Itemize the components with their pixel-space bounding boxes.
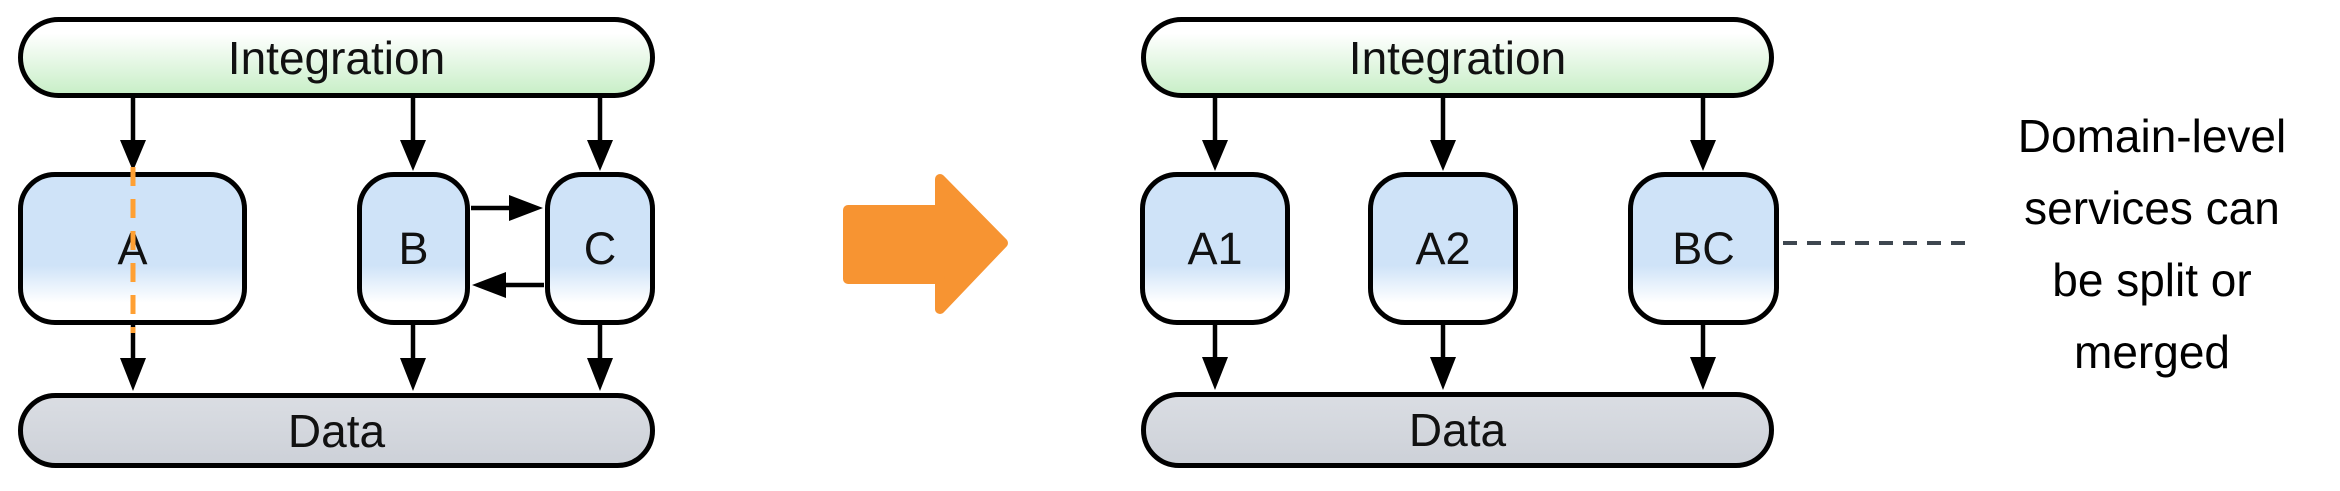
annotation-line: services can	[2024, 182, 2280, 234]
arrow-right-a2-to-data	[1430, 325, 1456, 390]
left-integration-bar: Integration	[18, 17, 655, 98]
left-service-b: B	[357, 172, 470, 325]
annotation-text: Domain-level services can be split or me…	[1966, 100, 2338, 388]
right-service-a2-label: A2	[1415, 222, 1471, 274]
left-service-a-label: A	[117, 222, 148, 274]
left-service-a: A	[18, 172, 247, 325]
arrow-right-a1-to-data	[1202, 325, 1228, 390]
arrow-c-to-b	[472, 272, 544, 298]
right-service-bc: BC	[1628, 172, 1779, 325]
left-service-c-label: C	[583, 222, 617, 274]
annotation-line: Domain-level	[2017, 110, 2287, 162]
arrow-left-b-to-data	[400, 325, 426, 391]
right-data-bar: Data	[1141, 392, 1774, 468]
annotation-line: merged	[2074, 326, 2230, 378]
right-service-a2: A2	[1368, 172, 1518, 325]
right-service-a1: A1	[1140, 172, 1290, 325]
left-service-b-label: B	[398, 222, 429, 274]
right-data-label: Data	[1408, 404, 1507, 456]
transform-right-arrow-icon	[843, 174, 1008, 314]
arrow-left-integration-to-c	[587, 98, 613, 171]
arrow-left-a-to-data	[120, 325, 146, 391]
arrow-right-bc-to-data	[1690, 325, 1716, 390]
arrow-right-integration-to-a1	[1202, 98, 1228, 171]
left-service-c: C	[545, 172, 655, 325]
arrow-b-to-c	[471, 195, 543, 221]
annotation-line: be split or	[2052, 254, 2252, 306]
left-data-bar: Data	[18, 393, 655, 468]
right-integration-label: Integration	[1348, 31, 1567, 84]
right-integration-bar: Integration	[1141, 17, 1774, 98]
right-service-a1-label: A1	[1187, 222, 1243, 274]
arrow-left-integration-to-a	[120, 98, 146, 171]
left-data-label: Data	[287, 404, 386, 457]
arrow-left-integration-to-b	[400, 98, 426, 171]
right-service-bc-label: BC	[1672, 222, 1735, 274]
arrow-right-integration-to-a2	[1430, 98, 1456, 171]
arrow-left-c-to-data	[587, 325, 613, 391]
arrow-right-integration-to-bc	[1690, 98, 1716, 171]
left-integration-label: Integration	[227, 31, 446, 84]
